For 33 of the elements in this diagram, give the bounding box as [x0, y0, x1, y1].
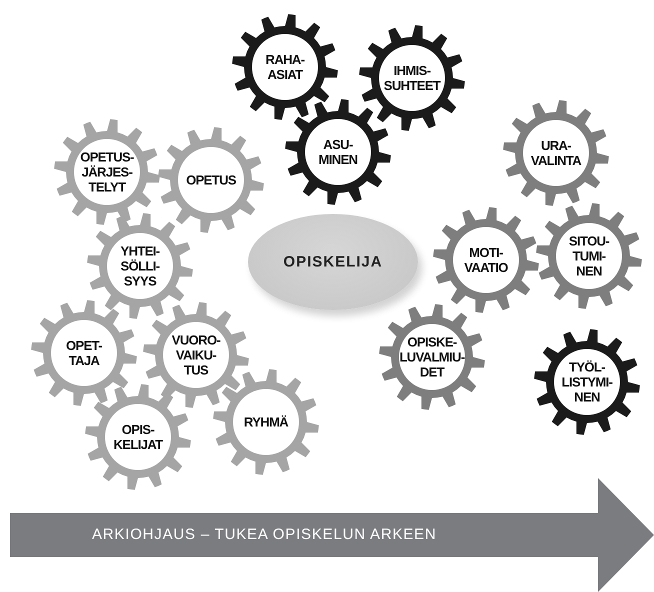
gear [536, 203, 642, 309]
gear-label: OPIS- KELIJAT [114, 422, 162, 452]
gear-label: OPETUS [186, 172, 236, 188]
gear [158, 127, 264, 233]
gear-label: URA- VALINTA [530, 138, 582, 168]
gear [31, 300, 137, 406]
gear [232, 14, 338, 120]
gear-label: VUORO- VAIKU- TUS [172, 332, 220, 378]
gear-label: OPISKE- LUVALMIU- DET [399, 334, 465, 380]
gear [285, 99, 391, 205]
gear-label: RYHMÄ [244, 414, 288, 430]
gear [503, 100, 609, 206]
gear-label: RAHA- ASIAT [266, 52, 304, 82]
gear-label: SITOU- TUMI- NEN [568, 234, 610, 278]
gear [433, 207, 539, 313]
gear [534, 329, 640, 435]
gear [359, 25, 465, 131]
gear-label: YHTEI- SÖLLI- SYYS [120, 244, 160, 288]
gear-label: OPETUS- JÄRJES- TELYT [80, 150, 134, 194]
gear [213, 369, 319, 475]
ellipse-label: OPISKELIJA [283, 254, 383, 270]
arrow-shape [10, 478, 654, 592]
arrow-label: ARKIOHJAUS – TUKEA OPISKELUN ARKEEN [92, 526, 436, 543]
gear [54, 119, 160, 225]
gear [143, 302, 249, 408]
gear [85, 384, 191, 490]
gear-label: OPET- TAJA [66, 338, 102, 368]
gear-label: ASU- MINEN [318, 137, 358, 167]
gear-label: IHMIS- SUHTEET [384, 63, 440, 93]
gear [379, 304, 485, 410]
gear-label: TYÖL- LISTYMI- NEN [562, 360, 612, 404]
gear [87, 213, 193, 319]
gear-label: MOTI- VAATIO [464, 245, 508, 275]
